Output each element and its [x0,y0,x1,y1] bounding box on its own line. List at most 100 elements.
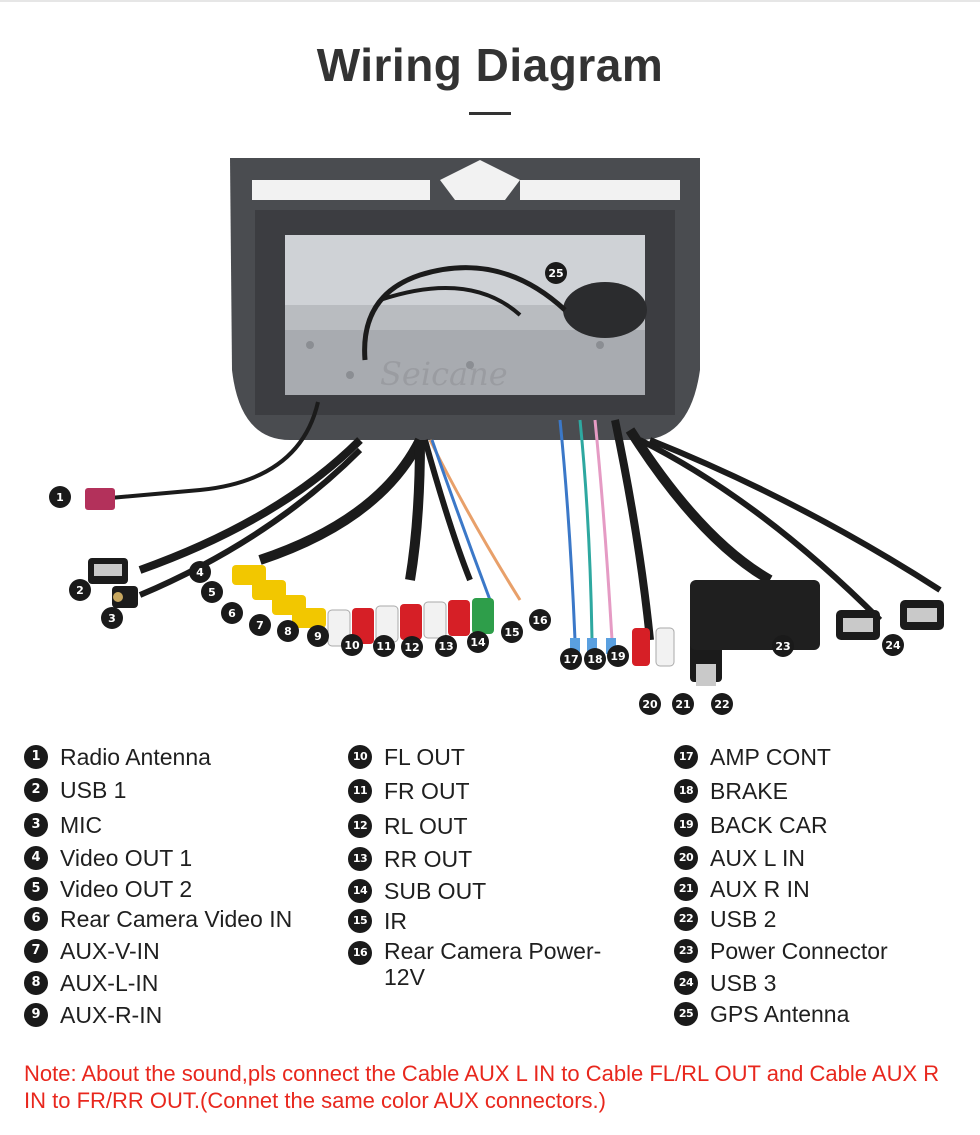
rca-harness [232,437,522,647]
callout-3: 3 [101,607,123,629]
number-badge: 20 [674,846,698,870]
legend-label: AUX L IN [710,845,806,871]
callout-25: 25 [545,262,567,284]
wiring-diagram-illustration: Seicane [49,158,944,715]
callout-11: 11 [373,635,395,657]
svg-text:13: 13 [438,640,453,653]
number-badge: 14 [348,879,372,903]
svg-text:8: 8 [284,625,292,638]
legend-label: Radio Antenna [60,744,211,770]
callout-5: 5 [201,581,223,603]
number-badge: 16 [348,941,372,965]
svg-text:2: 2 [76,584,84,597]
svg-text:1: 1 [56,491,64,504]
svg-text:24: 24 [885,639,901,652]
legend-label: RL OUT [384,813,468,839]
number-badge: 6 [24,907,48,931]
svg-text:3: 3 [108,612,116,625]
callout-9: 9 [307,625,329,647]
title-underline [469,112,511,115]
legend-label: Video OUT 1 [60,845,193,871]
svg-text:23: 23 [775,640,790,653]
legend-label: AMP CONT [710,744,831,770]
svg-text:18: 18 [587,653,602,666]
svg-text:21: 21 [675,698,690,711]
legend-label: USB 3 [710,970,777,996]
number-badge: 2 [24,778,48,802]
number-badge: 12 [348,814,372,838]
legend-label: BACK CAR [710,812,828,838]
number-badge: 13 [348,847,372,871]
legend-label: USB 2 [710,906,777,932]
number-badge: 25 [674,1002,698,1026]
number-badge: 5 [24,877,48,901]
svg-text:12: 12 [404,641,419,654]
legend-label: Rear Camera Power-12V [384,938,602,990]
callout-14: 14 [467,631,489,653]
legend-label: SUB OUT [384,878,487,904]
number-badge: 24 [674,971,698,995]
control-wires [558,419,616,654]
legend-label: Power Connector [710,938,888,964]
callout-17: 17 [560,648,582,670]
callout-23: 23 [772,635,794,657]
callout-22: 22 [711,693,733,715]
svg-text:6: 6 [228,607,236,620]
number-badge: 23 [674,939,698,963]
callout-1: 1 [49,486,71,508]
svg-text:25: 25 [548,267,563,280]
callout-21: 21 [672,693,694,715]
number-badge: 18 [674,779,698,803]
callout-7: 7 [249,614,271,636]
callout-6: 6 [221,602,243,624]
callout-15: 15 [501,621,523,643]
number-badge: 21 [674,877,698,901]
svg-text:22: 22 [714,698,729,711]
svg-text:16: 16 [532,614,548,627]
legend-label: RR OUT [384,846,473,872]
legend-label: AUX-L-IN [60,970,159,996]
legend-label: FL OUT [384,744,465,770]
number-badge: 11 [348,779,372,803]
top-divider [0,0,980,2]
number-badge: 7 [24,939,48,963]
svg-text:5: 5 [208,586,216,599]
legend-label: AUX-V-IN [60,938,160,964]
number-badge: 22 [674,907,698,931]
callout-2: 2 [69,579,91,601]
legend-label: BRAKE [710,778,788,804]
legend-label: MIC [60,812,103,838]
number-badge: 8 [24,971,48,995]
number-badge: 4 [24,846,48,870]
number-badge: 17 [674,745,698,769]
svg-text:19: 19 [610,650,625,663]
svg-text:9: 9 [314,630,322,643]
callout-24: 24 [882,634,904,656]
number-badge: 9 [24,1003,48,1027]
svg-text:15: 15 [504,626,519,639]
radio-antenna-cable [85,401,320,510]
legend-label: AUX-R-IN [60,1002,163,1028]
legend-label: USB 1 [60,777,127,803]
legend-label: FR OUT [384,778,470,804]
number-badge: 1 [24,745,48,769]
callout-19: 19 [607,645,629,667]
watermark: Seicane [380,355,508,393]
svg-text:17: 17 [563,653,578,666]
number-badge: 19 [674,813,698,837]
legend-label: AUX R IN [710,876,810,902]
svg-text:4: 4 [196,566,204,579]
svg-text:20: 20 [642,698,658,711]
callout-13: 13 [435,635,457,657]
legend-label: GPS Antenna [710,1001,850,1027]
usb1-mic-cables [88,437,363,608]
legend-label: IR [384,908,407,934]
gps-antenna-puck [362,265,647,361]
page-title: Wiring Diagram [316,39,664,91]
svg-text:11: 11 [376,640,391,653]
callout-18: 18 [584,648,606,670]
callout-8: 8 [277,620,299,642]
svg-text:7: 7 [256,619,264,632]
callout-10: 10 [341,634,363,656]
legend: 1 Radio Antenna 2 USB 1 3 MIC 4 Video OU… [0,742,980,1042]
